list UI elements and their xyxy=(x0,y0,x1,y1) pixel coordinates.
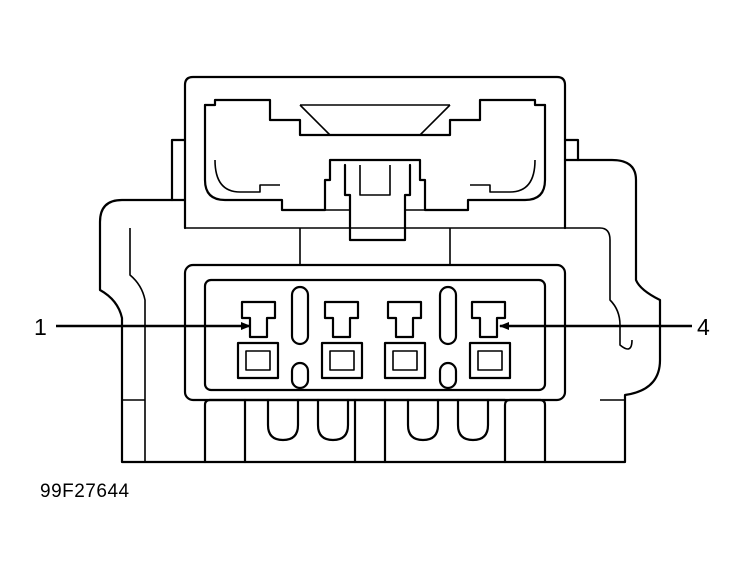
separator-rib-left xyxy=(290,285,310,390)
terminal-slot-4 xyxy=(468,300,512,380)
callout-pin-4: 4 xyxy=(499,314,710,340)
lower-lock-tabs xyxy=(203,398,547,464)
terminal-slot-3 xyxy=(383,300,427,380)
callout-pin-1: 1 xyxy=(34,314,251,340)
connector-body xyxy=(98,138,662,464)
callout-label-4: 4 xyxy=(697,314,710,340)
terminal-slot-2 xyxy=(320,300,364,380)
separator-rib-right xyxy=(438,285,458,390)
figure-id: 99F27644 xyxy=(40,481,130,502)
top-latch-housing xyxy=(183,75,567,265)
terminal-face xyxy=(183,263,567,402)
terminal-slot-1 xyxy=(236,300,280,380)
callout-label-1: 1 xyxy=(34,314,47,340)
